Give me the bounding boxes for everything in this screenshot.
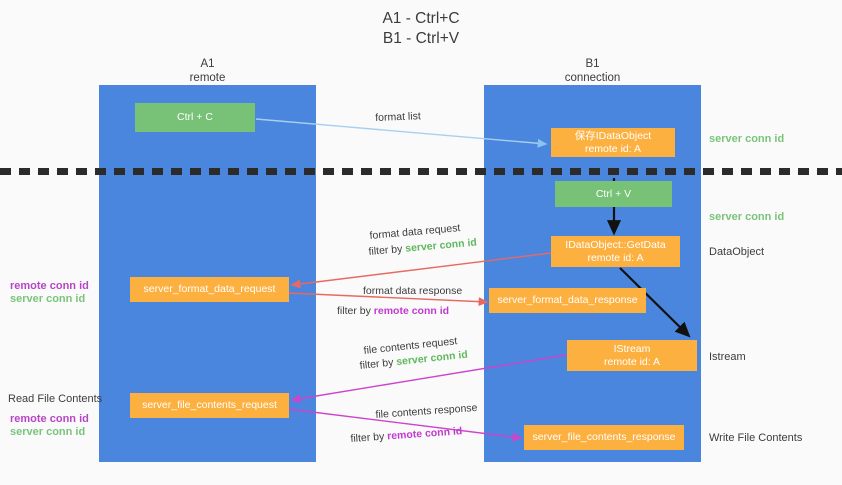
note-file-server-conn-id: server conn id (10, 426, 86, 438)
edge-label-format-data-response-filter: filter by remote conn id (337, 304, 449, 318)
note-dataobject: DataObject (709, 246, 765, 258)
filter-value-server-conn-id: server conn id (404, 236, 478, 255)
note-file-remote-conn-id: remote conn id (10, 413, 89, 425)
note-write-file-contents: Write File Contents (709, 432, 803, 444)
box-server-format-data-request[interactable]: server_format_data_request (130, 277, 289, 302)
box-istream[interactable]: IStream remote id: A (567, 340, 697, 371)
section-divider (0, 168, 842, 175)
edge-label-format-list: format list (375, 110, 421, 124)
edge-label-file-contents-response-filter: filter by remote conn id (350, 424, 463, 446)
note-server-conn-id-top: server conn id (709, 133, 785, 145)
filter-value-remote-conn-id: remote conn id (373, 305, 450, 317)
box-server-file-contents-response[interactable]: server_file_contents_response (524, 425, 684, 450)
filter-prefix: filter by (359, 356, 397, 372)
note-server-conn-id-mid: server conn id (709, 211, 785, 223)
filter-value-remote-conn-id: remote conn id (386, 425, 463, 443)
filter-prefix: filter by (368, 242, 406, 258)
box-hold-idataobject[interactable]: 保存IDataObject remote id: A (551, 128, 675, 157)
box-server-file-contents-request[interactable]: server_file_contents_request (130, 393, 289, 418)
box-idataobject-getdata[interactable]: IDataObject::GetData remote id: A (551, 236, 680, 267)
column-header-b1: B1 connection (564, 58, 621, 84)
note-format-remote-conn-id: remote conn id (10, 280, 89, 292)
box-server-format-data-response[interactable]: server_format_data_response (489, 288, 646, 313)
filter-prefix: filter by (350, 430, 388, 445)
page-title: A1 - Ctrl+C B1 - Ctrl+V (382, 10, 460, 47)
filter-prefix: filter by (337, 305, 374, 317)
note-read-file-contents: Read File Contents (8, 393, 103, 405)
note-istream: Istream (709, 351, 746, 363)
note-format-server-conn-id: server conn id (10, 293, 86, 305)
column-header-a1: A1 remote (189, 58, 226, 84)
box-ctrl-v[interactable]: Ctrl + V (555, 181, 672, 207)
box-ctrl-c[interactable]: Ctrl + C (135, 103, 255, 132)
edge-label-file-contents-response: file contents response (375, 401, 478, 421)
edge-label-format-data-response: format data response (363, 285, 463, 297)
